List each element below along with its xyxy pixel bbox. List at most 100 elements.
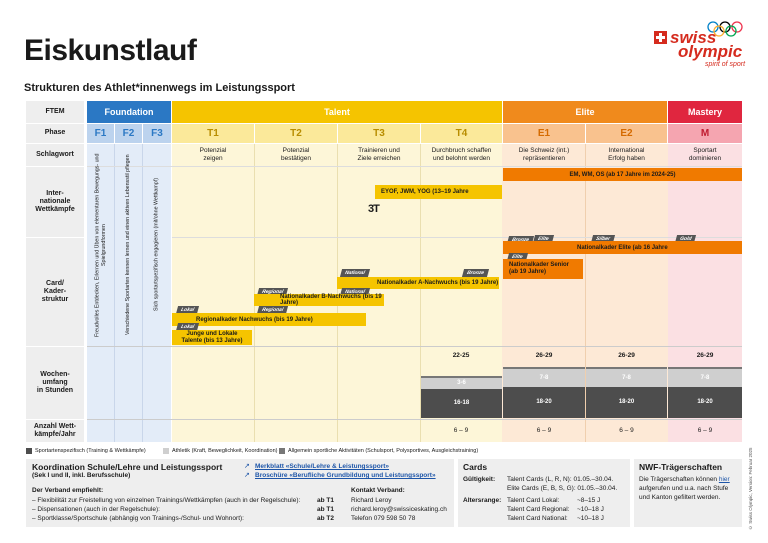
volume-total-m: 26-29: [696, 352, 714, 359]
cards-validity: Talent Cards (L, R, N): 01.05.–30.04.: [507, 476, 614, 483]
volume-athletik-e1: 7-8: [503, 369, 585, 387]
volume-sport-e2: 18-20: [586, 387, 667, 418]
olympic-rings-icon: [707, 21, 743, 37]
verband-item: – Sportklasse/Sportschule (abhängig von …: [32, 515, 244, 522]
volume-sport-e1: 18-20: [503, 387, 585, 418]
cards-age-value: ~8–15 J: [577, 497, 601, 504]
verband-item: – Dispensationen (auch in der Regelschul…: [32, 506, 160, 513]
schlagwort-t3: Trainieren und Ziele erreichen: [357, 147, 401, 162]
page-title: Eiskunstlauf: [24, 34, 197, 67]
page-subtitle: Strukturen des Athlet*innenwegs im Leist…: [24, 82, 295, 94]
phase-t2: T2: [255, 124, 337, 143]
kontakt-email[interactable]: richard.leroy@swissiceskating.ch: [351, 506, 447, 513]
divider: [420, 144, 421, 442]
phase-f3: F3: [143, 124, 171, 143]
row-label-kader: Card/ Kader- struktur: [26, 238, 84, 346]
volume-allg-m: [668, 367, 742, 369]
phase-e2: E2: [586, 124, 667, 143]
nwf-title: NWF-Trägerschaften: [639, 462, 723, 472]
row-label-anzahl: Anzahl Wett- kämpfe/Jahr: [26, 420, 84, 442]
cards-age: Talent Card Lokal:: [507, 497, 560, 504]
ftem-talent: Talent: [172, 101, 502, 123]
divider: [114, 144, 115, 442]
schlagwort-e1: Die Schweiz (int.) repräsentieren: [518, 147, 570, 162]
verband-item-value: ab T2: [317, 515, 334, 522]
divider: [585, 144, 586, 442]
legend-sport: Sportartenspezifisch (Training & Wettkäm…: [26, 448, 146, 454]
verband-item: – Flexibilität zur Freistellung von einz…: [32, 497, 301, 504]
swiss-cross-icon: [654, 31, 667, 44]
3t-logo: 3T: [368, 203, 380, 215]
legend-allgemein: Allgemein sportliche Aktivitäten (Schuls…: [279, 448, 478, 454]
legend-swatch-dark: [26, 448, 32, 454]
phase-t1: T1: [172, 124, 254, 143]
nwf-text: Die Trägerschaften können hier aufgerufe…: [639, 476, 730, 501]
cards-age-value: ~10–18 J: [577, 506, 604, 513]
phase-t3: T3: [338, 124, 420, 143]
divider: [87, 166, 742, 167]
kader-junge-talente: Junge und Lokale Talente (bis 13 Jahre): [172, 330, 252, 345]
row-label-umfang: Wochen- umfang in Stunden: [26, 347, 84, 419]
phase-f2: F2: [115, 124, 142, 143]
foundation-text-f1: Freudvolles Entdecken, Erlernen und Üben…: [94, 153, 107, 337]
volume-total-e1: 26-29: [535, 352, 553, 359]
ftem-elite: Elite: [503, 101, 667, 123]
volume-sport-t4: 16-18: [421, 389, 502, 418]
logo-swiss: swiss: [654, 28, 716, 48]
link-broschuere[interactable]: Broschüre «Berufliche Grundbildung und L…: [255, 472, 436, 479]
verband-item-value: ab T1: [317, 506, 334, 513]
kontakt-name: Richard Leroy: [351, 497, 392, 504]
kader-elite: Nationalkader Elite (ab 16 Jahre: [503, 241, 742, 254]
legend-swatch-mid: [279, 448, 285, 454]
tag-bronze-2: Bronze: [461, 269, 490, 277]
verband-heading: Der Verband empfiehlt:: [32, 487, 104, 494]
foundation-text-f3: Sich sportartspezifisch engagieren (mit/…: [153, 178, 160, 312]
tag-national: National: [339, 269, 370, 277]
legend-athletik: Athletik (Kraft, Beweglichkeit, Koordina…: [163, 448, 277, 454]
kontakt-heading: Kontakt Verband:: [351, 487, 405, 494]
cards-validity-label: Gültigkeit:: [463, 476, 496, 483]
verband-item-value: ab T1: [317, 497, 334, 504]
row-label-wettkaempfe: Inter- nationale Wettkämpfe: [26, 167, 84, 237]
external-link-icon: ↗: [244, 472, 250, 479]
cards-age: Talent Card Regional:: [507, 506, 570, 513]
volume-allg-e1: [503, 367, 585, 369]
cards-title: Cards: [463, 462, 488, 472]
volume-sport-m: 18-20: [668, 387, 742, 418]
anzahl-e2: 6 – 9: [619, 427, 634, 434]
phase-t4: T4: [421, 124, 502, 143]
logo-tagline: spirit of sport: [705, 61, 746, 68]
legend-swatch-light: [163, 448, 169, 454]
cards-validity: Elite Cards (E, B, S, G): 01.05.–30.04.: [507, 485, 618, 492]
nwf-link[interactable]: hier: [718, 476, 730, 483]
copyright-note: © Swiss Olympic, Version: Februar 2025: [748, 447, 753, 530]
schlagwort-t2: Potenzial bestätigen: [281, 147, 311, 162]
ftem-mastery: Mastery: [668, 101, 742, 123]
volume-total-t4: 22-25: [452, 352, 470, 359]
cards-age-label: Altersrange:: [463, 497, 502, 504]
link-merkblatt[interactable]: Merkblatt «Schule/Lehre & Leistungssport…: [255, 463, 390, 470]
phase-m: M: [668, 124, 742, 143]
phase-f1: F1: [87, 124, 114, 143]
schlagwort-m: Sportart dominieren: [688, 147, 722, 162]
anzahl-e1: 6 – 9: [536, 427, 552, 434]
volume-allg-e2: [586, 367, 667, 369]
row-label-schlagwort: Schlagwort: [26, 144, 84, 166]
volume-total-e2: 26-29: [618, 352, 635, 359]
volume-athletik-t4: 3-6: [421, 378, 502, 389]
nwf-box: [634, 459, 742, 527]
anzahl-m: 6 – 9: [697, 427, 713, 434]
cards-age: Talent Card National:: [507, 515, 568, 522]
volume-athletik-m: 7-8: [668, 369, 742, 387]
ftem-foundation: Foundation: [87, 101, 171, 123]
kader-b-nachwuchs: Nationalkader B-Nachwuchs (bis 19 Jahre): [254, 294, 384, 306]
schlagwort-t1: Potenzial zeigen: [199, 147, 227, 162]
schlagwort-t4: Durchbruch schaffen und belohnt werden: [431, 147, 492, 162]
volume-athletik-e2: 7-8: [586, 369, 667, 387]
kader-senior: Nationalkader Senior (ab 19 Jahre): [503, 259, 583, 279]
divider: [142, 144, 143, 442]
anzahl-t4: 6 – 9: [453, 427, 469, 434]
divider: [172, 237, 742, 238]
phase-e1: E1: [503, 124, 585, 143]
school-box-sub: (Sek I und II, inkl. Berufsschule): [32, 472, 131, 479]
